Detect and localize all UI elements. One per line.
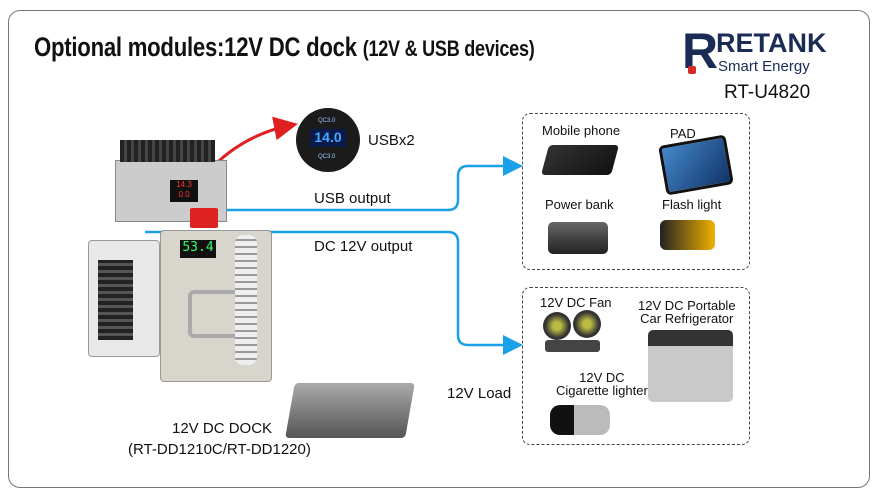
dock-image [285,383,415,438]
device-fan: 12V DC Fan [540,295,612,310]
usb-port-top: QC3.0 [318,118,336,124]
usb-module-label: USBx2 [368,132,415,149]
usb-devices-box [522,113,750,270]
flash-light-image [660,220,715,250]
logo-brand: RETANK [716,28,827,58]
power-bank-image [548,222,608,254]
title-main: Optional modules:12V DC dock [34,32,357,62]
fan-base [545,340,600,352]
battery-unit-image: 53.4 14.3 0.0 [70,140,290,390]
device-power-bank: Power bank [545,197,614,212]
device-pad: PAD [670,126,696,141]
model-number: RT-U4820 [724,82,811,103]
device-flash-light: Flash light [662,197,722,212]
logo-tagline: Smart Energy [718,58,810,75]
title-sub: (12V & USB devices) [362,36,535,61]
load-label: 12V Load [447,385,512,402]
load-devices-box [522,287,750,445]
fridge-label-1: 12V DC Portable [638,298,736,313]
spiral-cable [235,235,257,365]
heatsink [120,140,215,162]
meter: 14.3 0.0 [170,180,198,202]
usb-output-label: USB output [314,190,391,207]
fan-image-2 [573,310,601,338]
dc-output-line [145,230,523,355]
dock-name: 12V DC DOCK [172,420,273,437]
plug-icon [688,66,696,74]
red-connector [190,208,218,228]
meter-voltage: 14.3 [176,180,192,189]
diagram-frame [8,10,870,488]
lighter-label-2: Cigarette lighter [556,383,648,398]
meter-current: 0.0 [178,190,190,199]
lighter-image [550,405,610,435]
retank-logo: R RETANK Smart Energy [682,26,852,78]
usb-port-bottom: QC3.0 [318,154,336,160]
page-title: Optional modules:12V DC dock (12V & USB … [34,32,535,63]
fridge-image [648,330,733,402]
device-cigarette-lighter: 12V DC Cigarette lighter [556,371,648,397]
inverter-fins [98,260,133,340]
dock-models: (RT-DD1210C/RT-DD1220) [128,441,311,458]
fan-image [543,312,571,340]
device-fridge: 12V DC Portable Car Refrigerator [638,299,736,325]
usb-voltage-display: 14.0 [310,129,346,147]
usb-output-line [145,156,523,212]
lighter-label-1: 12V DC [579,370,625,385]
battery-display: 53.4 [180,240,216,258]
device-mobile-phone: Mobile phone [542,123,621,138]
dc-output-label: DC 12V output [314,238,413,255]
usb-module-image: QC3.0 14.0 QC3.0 [296,108,360,172]
phone-image [540,145,620,175]
fridge-label-2: Car Refrigerator [640,311,734,326]
